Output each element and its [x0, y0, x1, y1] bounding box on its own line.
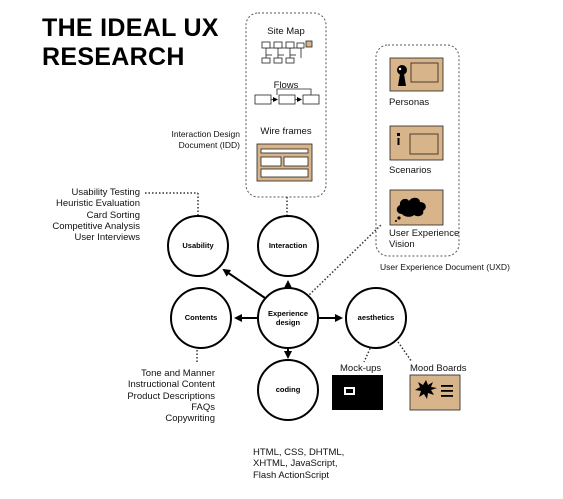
- usability-methods-list: Usability Testing Heuristic Evaluation C…: [40, 187, 140, 243]
- mockups-icon: [332, 375, 383, 410]
- title-line-1: THE IDEAL UX: [42, 14, 219, 42]
- interaction-label: Interaction: [268, 241, 308, 250]
- page-title: THE IDEAL UX RESEARCH: [42, 14, 219, 72]
- uxd-container: [375, 44, 460, 257]
- ux-vision-card: [389, 189, 444, 226]
- content-item: Product Descriptions: [127, 390, 215, 402]
- usability-method: Heuristic Evaluation: [56, 198, 140, 210]
- wireframes-icon: [256, 143, 313, 182]
- coding-item: HTML, CSS, DHTML,: [253, 447, 345, 458]
- idd-container: [245, 12, 327, 198]
- flows-icon: [254, 88, 320, 105]
- moodboards-label: Mood Boards: [410, 363, 467, 374]
- experience-design-label: Experience design: [258, 309, 318, 327]
- coding-item: Flash ActionScript: [253, 469, 330, 481]
- content-item: Tone and Manner: [141, 368, 215, 379]
- usability-method: User Interviews: [74, 232, 140, 244]
- title-line-2: RESEARCH: [42, 43, 185, 71]
- scenarios-card: [389, 125, 444, 161]
- coding-items-list: HTML, CSS, DHTML, XHTML, JavaScript, Fla…: [253, 447, 344, 481]
- ux-vision-label-line-1: User Experience: [389, 228, 460, 239]
- node-coding: [257, 359, 319, 421]
- idd-label-line-1: Interaction Design: [171, 129, 240, 139]
- moodboards-connector: [397, 341, 413, 363]
- contents-label: Contents: [184, 313, 218, 322]
- uxd-label: User Experience Document (UXD): [380, 262, 510, 272]
- coding-label: coding: [275, 385, 301, 394]
- idd-label: Interaction Design Document (IDD): [150, 129, 240, 150]
- sitemap-label: Site Map: [267, 26, 305, 37]
- mockups-label: Mock-ups: [340, 363, 382, 374]
- personas-card: [389, 57, 444, 92]
- aesthetics-label: aesthetics: [357, 313, 395, 322]
- content-item: Instructional Content: [127, 379, 215, 391]
- node-contents: [170, 287, 232, 349]
- usability-method: Competitive Analysis: [52, 220, 140, 232]
- usability-method: Usability Testing: [71, 187, 140, 198]
- ux-vision-label-line-2: Vision: [389, 238, 415, 250]
- content-item: FAQs: [191, 401, 215, 413]
- sitemap-icon: [261, 40, 313, 64]
- experience-design-label-line-1: Experience: [267, 309, 309, 318]
- node-experience-design: [257, 287, 319, 349]
- node-aesthetics: [345, 287, 407, 349]
- uxd-connector: [306, 223, 383, 298]
- experience-design-label-line-2: design: [275, 318, 301, 327]
- usability-method: Card Sorting: [86, 209, 140, 221]
- moodboards-icon: [409, 374, 461, 411]
- usability-label: Usability: [182, 241, 214, 250]
- scenarios-label: Scenarios: [389, 165, 432, 176]
- personas-label: Personas: [389, 97, 430, 108]
- node-interaction: [257, 215, 319, 277]
- idd-label-line-2: Document (IDD): [178, 139, 240, 150]
- coding-item: XHTML, JavaScript,: [253, 458, 338, 470]
- content-item: Copywriting: [165, 413, 215, 425]
- arrow-to-usability: [222, 268, 266, 299]
- node-usability: [167, 215, 229, 277]
- flows-label: Flows: [273, 80, 299, 91]
- content-items-list: Tone and Manner Instructional Content Pr…: [105, 368, 215, 424]
- ux-vision-label: User Experience Vision: [389, 228, 460, 250]
- wireframes-label: Wire frames: [260, 126, 312, 137]
